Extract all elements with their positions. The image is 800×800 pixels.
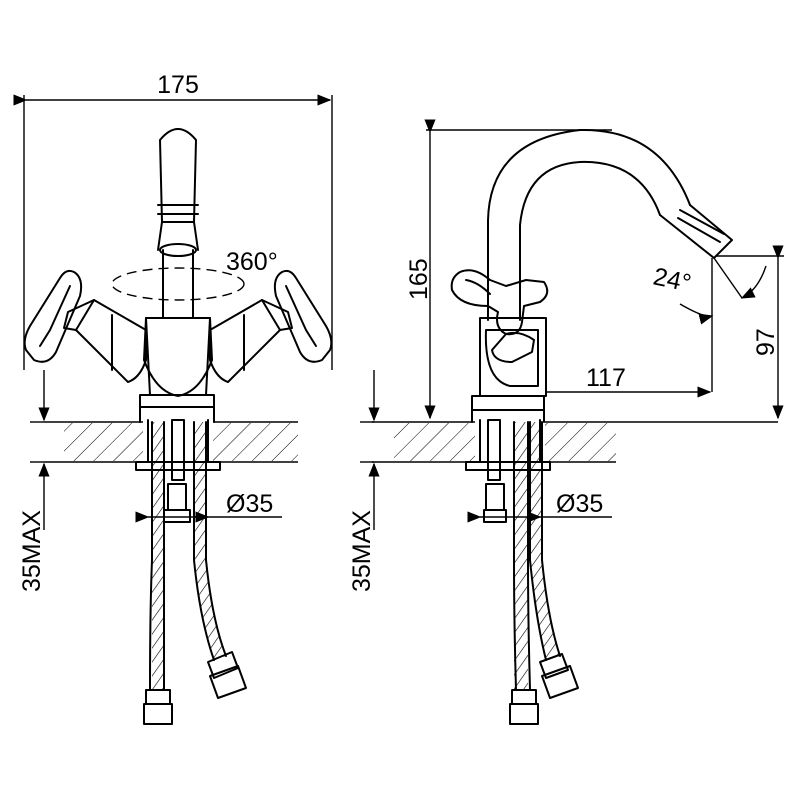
height-label: 165 xyxy=(405,258,433,300)
side-thickness-label: 35MAX xyxy=(348,510,376,592)
side-body xyxy=(471,317,547,411)
width-label: 175 xyxy=(157,71,199,99)
front-thickness-dimension: 35MAX xyxy=(18,370,50,592)
reach-dimension: 117 xyxy=(546,364,712,398)
side-hoses xyxy=(483,419,579,725)
outlet-height-dimension: 97 xyxy=(716,245,784,420)
side-diameter-dimension: Ø35 xyxy=(467,490,612,523)
side-countertop xyxy=(372,409,778,471)
width-dimension: 175 xyxy=(13,71,333,370)
angle-label: 24° xyxy=(651,262,694,297)
side-handle xyxy=(450,269,549,336)
front-diameter-dimension: Ø35 xyxy=(135,490,282,523)
side-view: 165 24° xyxy=(348,119,784,725)
spout-angle: 24° xyxy=(651,257,767,392)
rotation-label: 360° xyxy=(226,248,278,276)
front-spout xyxy=(157,128,199,319)
side-diameter-label: Ø35 xyxy=(556,490,603,518)
front-view: 175 360° xyxy=(13,71,333,725)
side-spout xyxy=(487,128,733,321)
front-thickness-label: 35MAX xyxy=(18,510,46,592)
reach-label: 117 xyxy=(586,364,626,392)
outlet-height-label: 97 xyxy=(752,328,780,356)
front-body xyxy=(139,317,215,408)
height-dimension: 165 xyxy=(405,119,612,420)
front-hoses xyxy=(143,419,247,725)
rotation-indicator: 360° xyxy=(111,248,278,301)
front-diameter-label: Ø35 xyxy=(226,490,273,518)
side-thickness-dimension: 35MAX xyxy=(348,370,380,592)
front-left-handle xyxy=(23,269,147,383)
front-right-handle xyxy=(209,269,333,383)
